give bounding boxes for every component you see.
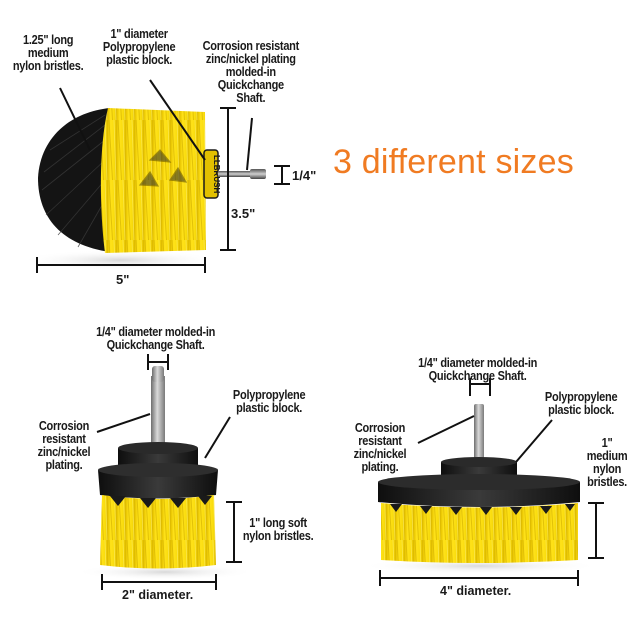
- medium-flat-brush: [360, 378, 604, 586]
- label-plating-small: Corrosion resistant zinc/nickel plating.: [38, 420, 91, 472]
- label-line: 1/4" diameter molded-in: [96, 325, 216, 339]
- label-line: nylon bristles.: [12, 59, 84, 73]
- shaft-dimension: [147, 354, 169, 370]
- yellow-bristles: [100, 495, 216, 569]
- small-flat-brush: [75, 354, 255, 590]
- diameter-dimension: [379, 570, 579, 586]
- leader-lines: [59, 79, 253, 171]
- diameter-dimension: [101, 574, 217, 590]
- label-line: Corrosion: [38, 419, 90, 433]
- shaft-dimension: [274, 165, 290, 185]
- shaft: [151, 376, 165, 446]
- bristle-height-dimension: [588, 502, 604, 559]
- black-bristle-dome: [38, 108, 110, 252]
- label-line: resistant: [358, 434, 402, 448]
- label-block-small: Polypropylene plastic block.: [232, 388, 306, 415]
- label-line: nylon: [593, 462, 622, 476]
- label-bristles-medium: 1" medium nylon bristles.: [587, 437, 628, 489]
- dim-width-large: 5": [116, 272, 130, 287]
- label-line: plating.: [361, 460, 399, 474]
- label-line: medium: [27, 46, 69, 60]
- leader-lines: [417, 415, 553, 463]
- bristle-height-dimension: [226, 501, 242, 563]
- label-line: 1": [601, 436, 613, 450]
- dim-diameter-small: 2" diameter.: [122, 588, 194, 602]
- label-shaft-large: Corrosion resistant zinc/nickel plating …: [202, 39, 300, 105]
- shaft-tip: [152, 366, 164, 382]
- label-line: 1.25" long: [22, 33, 74, 47]
- label-line: zinc/nickel: [353, 447, 407, 461]
- label-line: Quickchange Shaft.: [428, 369, 527, 383]
- large-drill-brush: LLBRUSH: [20, 79, 290, 273]
- label-shaft-small: 1/4" diameter molded-in Quickchange Shaf…: [96, 326, 215, 352]
- label-line: 1" diameter: [110, 27, 168, 41]
- dim-diameter-medium: 4" diameter.: [440, 584, 512, 598]
- label-line: resistant: [42, 432, 86, 446]
- dim-height-large: 3.5": [231, 206, 256, 221]
- label-line: Corrosion: [354, 421, 406, 435]
- label-line: zinc/nickel: [37, 445, 91, 459]
- label-line: plating.: [45, 458, 83, 472]
- brand-logo-text: LLBRUSH: [212, 155, 221, 193]
- label-block-medium: Polypropylene plastic block.: [544, 390, 618, 417]
- label-line: medium: [586, 449, 628, 463]
- label-line: Polypropylene: [232, 388, 306, 402]
- yellow-bristles: [381, 503, 578, 563]
- brush-shadow: [20, 250, 220, 270]
- label-line: nylon bristles.: [242, 529, 314, 543]
- label-line: 1" long soft: [249, 516, 307, 530]
- label-line: molded-in: [225, 65, 276, 79]
- label-line: Polypropylene: [544, 390, 618, 404]
- label-line: plastic block.: [548, 403, 615, 417]
- label-line: 1/4" diameter molded-in: [418, 356, 538, 370]
- label-line: plastic block.: [236, 401, 303, 415]
- label-line: Quickchange Shaft.: [106, 338, 205, 352]
- label-line: Shaft.: [236, 91, 266, 105]
- label-line: Corrosion resistant: [202, 39, 300, 53]
- dim-shaft-large: 1/4": [292, 168, 317, 183]
- headline: 3 different sizes: [333, 143, 574, 181]
- label-line: Polypropylene: [102, 40, 176, 54]
- width-dimension: [36, 257, 206, 273]
- label-block-large: 1" diameter Polypropylene plastic block.: [102, 27, 176, 67]
- shaft-tip: [474, 404, 484, 418]
- brush-shadow: [360, 558, 600, 574]
- label-line: zinc/nickel plating: [205, 52, 296, 66]
- height-dimension: [220, 107, 236, 251]
- label-line: plastic block.: [106, 53, 173, 67]
- brush-shadow: [75, 564, 255, 580]
- label-bristles-large: 1.25" long medium nylon bristles.: [13, 34, 84, 73]
- label-line: Quickchange: [217, 78, 284, 92]
- label-line: bristles.: [587, 475, 627, 489]
- leader-lines: [96, 413, 231, 459]
- label-plating-medium: Corrosion resistant zinc/nickel plating.: [354, 422, 407, 474]
- shaft: [218, 171, 266, 177]
- label-bristles-small: 1" long soft nylon bristles.: [243, 517, 314, 543]
- shaft: [474, 410, 484, 465]
- shaft-tip: [250, 169, 266, 179]
- shaft-dimension: [469, 378, 491, 396]
- label-shaft-medium: 1/4" diameter molded-in Quickchange Shaf…: [418, 357, 537, 383]
